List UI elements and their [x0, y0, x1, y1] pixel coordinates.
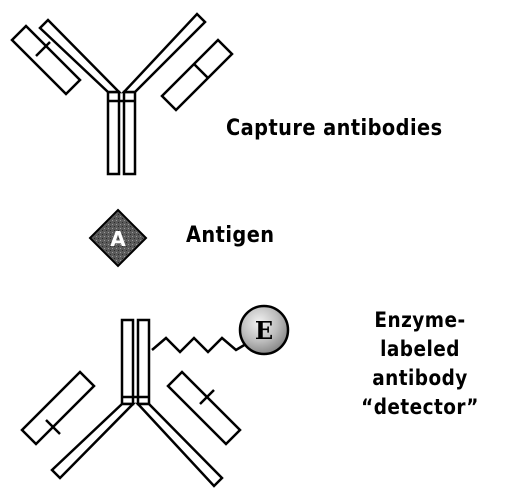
antigen-letter: A — [110, 227, 126, 251]
enzyme-linker — [152, 338, 246, 352]
capture-stem-right — [124, 92, 135, 174]
capture-stem-left — [108, 92, 119, 174]
enzyme-letter: E — [255, 316, 273, 345]
detector-label: Enzyme-labeled antibody “detector” — [336, 306, 503, 422]
antigen-label: Antigen — [186, 223, 275, 248]
detector-stem-left — [122, 320, 133, 404]
detector-label-line-2: antibody — [336, 364, 503, 393]
enzyme-sphere: E — [240, 306, 288, 354]
detector-stem-right — [138, 320, 149, 404]
detector-antibody — [22, 320, 240, 486]
antigen-diamond: A — [90, 210, 146, 266]
capture-left-light — [12, 26, 80, 94]
capture-antibodies-label: Capture antibodies — [226, 116, 443, 141]
capture-antibody — [12, 14, 232, 174]
detector-label-line-3: “detector” — [336, 393, 503, 422]
detector-label-line-1: Enzyme-labeled — [336, 306, 503, 364]
